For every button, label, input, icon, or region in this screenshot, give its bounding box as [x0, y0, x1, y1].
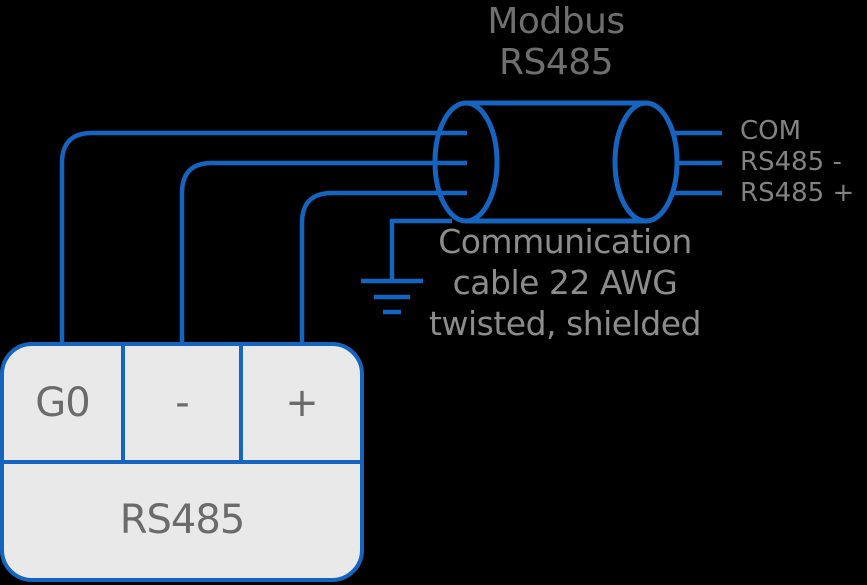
- ground-icon: [361, 218, 452, 315]
- conductor-label-com: COM: [740, 116, 802, 146]
- cable-note: Communication cable 22 AWG twisted, shie…: [365, 221, 765, 344]
- cable-left-end: [432, 100, 500, 224]
- terminal-block: [0, 342, 364, 582]
- shielded-cable-icon: [432, 100, 680, 224]
- conductor-label-rs485-plus: RS485 +: [740, 178, 855, 208]
- wire-minus-conductor: [179, 160, 467, 346]
- diagram-title: Modbus RS485: [406, 1, 706, 83]
- note-line-3: twisted, shielded: [429, 304, 701, 343]
- cable-right-end: [612, 100, 680, 224]
- title-line-modbus: Modbus: [487, 1, 625, 42]
- title-line-rs485: RS485: [498, 42, 614, 83]
- terminal-label-g0: G0: [35, 380, 90, 426]
- note-line-2: cable 22 AWG: [452, 263, 678, 302]
- ground-lead-line: [389, 218, 452, 281]
- note-line-1: Communication: [438, 222, 692, 261]
- terminal-label-minus: -: [175, 380, 189, 426]
- conductor-label-rs485-minus: RS485 -: [740, 147, 842, 177]
- wire-g0-to-shield: [59, 130, 467, 346]
- terminal-block-port-name: RS485: [119, 497, 246, 543]
- terminal-label-plus: +: [285, 380, 319, 426]
- wire-plus-conductor: [299, 190, 467, 346]
